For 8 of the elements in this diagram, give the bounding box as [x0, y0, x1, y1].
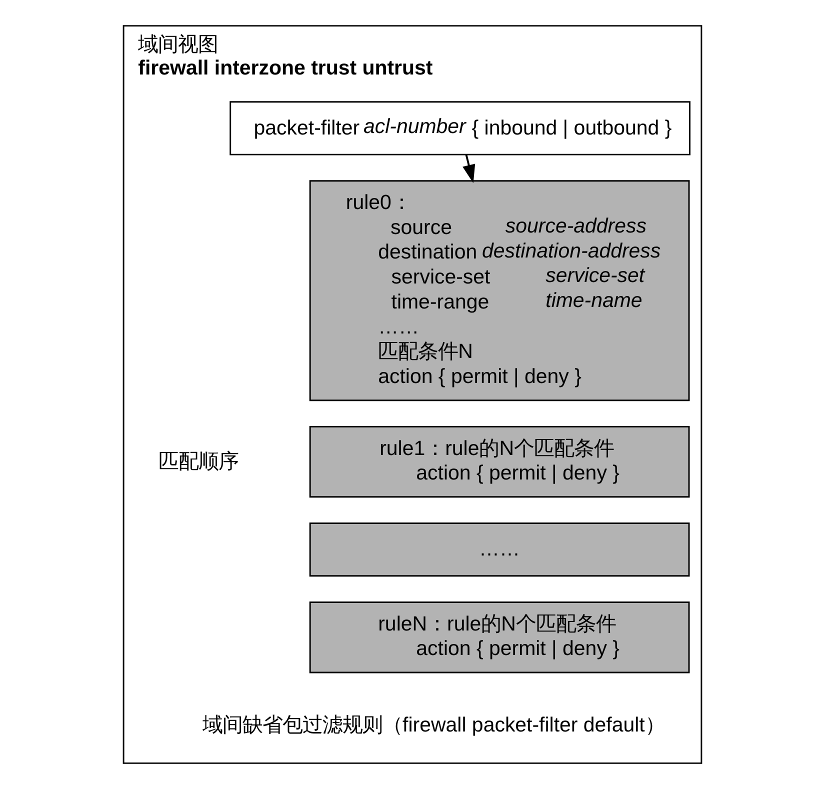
node-box: ruleN：rule的N个匹配条件 action { permit | deny }: [308, 602, 690, 674]
node-box: packet-filter acl-number { inbound | outbound }: [229, 101, 690, 156]
label: 域间缺省包过滤规则（firewall packet-filter default）: [202, 713, 664, 736]
node-box: rule0： source source-address destination destination-address service-set service-set time-range time-name …… 匹配条件N action { permit | deny }: [308, 180, 690, 402]
node-box: rule1：rule的N个匹配条件 action { permit | deny }: [308, 426, 690, 498]
label: 匹配顺序: [158, 450, 238, 473]
node-box: ……: [308, 522, 690, 577]
arrow: [462, 154, 475, 184]
